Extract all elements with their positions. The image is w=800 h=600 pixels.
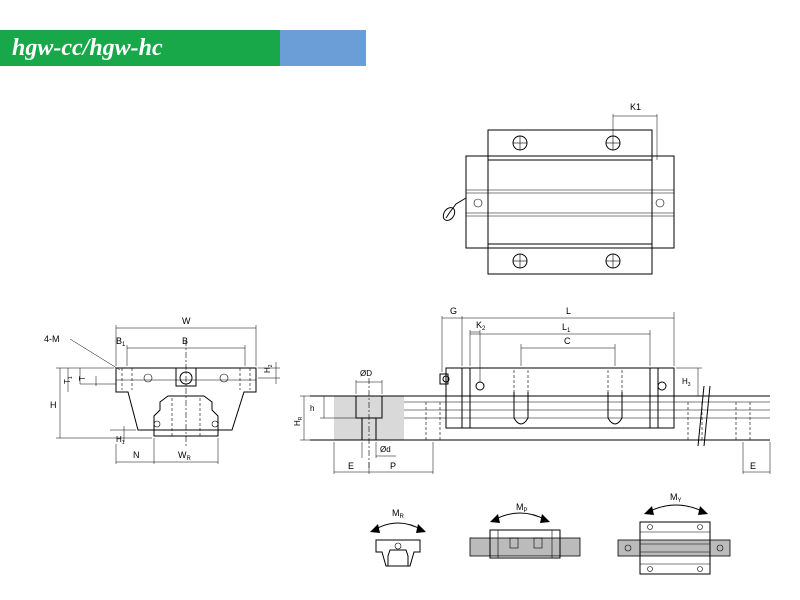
hr-label: HR <box>293 416 304 426</box>
od-small-label: Ød <box>380 445 391 454</box>
c-label: C <box>564 336 571 346</box>
side-view: G L L1 K2 C H3 HR h ØD <box>293 306 771 474</box>
h1-label: H1 <box>116 435 125 446</box>
k2-label: K2 <box>476 320 486 332</box>
b-label: B <box>182 336 188 346</box>
h-label: H <box>50 400 57 410</box>
moment-my-diagram: MY <box>617 492 731 575</box>
top-view: K1 <box>442 102 675 275</box>
side-grease-nipple-icon <box>439 373 450 385</box>
t1-label: T1 <box>63 376 74 384</box>
grease-nipple-icon <box>442 197 467 221</box>
h-small-label: h <box>310 404 314 413</box>
h3-label: H3 <box>682 377 691 388</box>
e-label: E <box>348 461 354 471</box>
l1-label: L1 <box>562 322 571 334</box>
moment-mp-diagram: MP <box>469 502 581 559</box>
banner-green-block <box>0 30 280 66</box>
wr-label: WR <box>178 450 192 462</box>
h2-label: H2 <box>263 364 274 373</box>
mr-label: MR <box>392 508 405 520</box>
l-label: L <box>566 306 571 316</box>
page-title: hgw-cc/hgw-hc <box>12 35 163 61</box>
g-label: G <box>450 306 457 316</box>
k1-label: K1 <box>630 102 641 112</box>
front-view: W B B1 4-M H T1 T H1 H2 N <box>44 316 280 464</box>
e-right-label: E <box>750 461 756 471</box>
four-m-label: 4-M <box>44 334 60 344</box>
title-banner: hgw-cc/hgw-hc <box>0 30 366 66</box>
my-label: MY <box>670 492 682 504</box>
p-label: P <box>390 461 396 471</box>
mp-label: MP <box>516 502 528 514</box>
banner-blue-block <box>280 30 366 66</box>
n-label: N <box>133 450 140 460</box>
w-label: W <box>182 316 191 326</box>
moment-mr-diagram: MR <box>370 508 426 567</box>
od-label: ØD <box>360 369 372 378</box>
b1-label: B1 <box>116 336 126 348</box>
t-label: T <box>78 376 87 381</box>
